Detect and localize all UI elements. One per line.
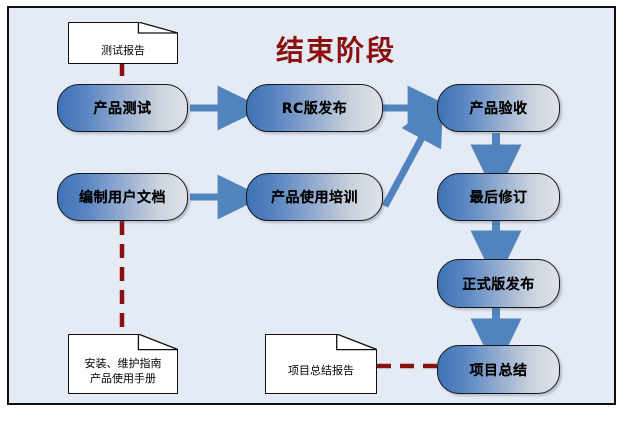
document-test-report: 测试报告 <box>68 22 178 64</box>
process-official-release[interactable]: 正式版发布 <box>437 259 560 308</box>
document-label-line1: 安装、维护指南 <box>84 357 162 370</box>
process-label: 产品测试 <box>93 101 152 117</box>
process-product-acceptance[interactable]: 产品验收 <box>437 84 560 132</box>
document-install-manual: 安装、维护指南 产品使用手册 <box>68 334 178 394</box>
process-project-summary[interactable]: 项目总结 <box>437 345 560 394</box>
process-final-revision[interactable]: 最后修订 <box>437 173 560 221</box>
document-label-line2: 产品使用手册 <box>90 372 156 385</box>
process-usage-training[interactable]: 产品使用培训 <box>246 173 383 221</box>
document-body <box>68 334 178 394</box>
process-rc-release[interactable]: RC版发布 <box>246 84 383 132</box>
document-summary-report: 项目总结报告 <box>265 334 377 394</box>
process-product-test[interactable]: 产品测试 <box>57 84 188 132</box>
document-label: 测试报告 <box>101 44 145 57</box>
process-label: 产品验收 <box>469 101 528 117</box>
process-label: 产品使用培训 <box>271 190 358 206</box>
process-user-doc[interactable]: 编制用户文档 <box>57 173 188 221</box>
process-label: RC版发布 <box>281 101 348 117</box>
document-label: 项目总结报告 <box>288 364 354 377</box>
process-label: 最后修订 <box>469 190 528 206</box>
process-label: 项目总结 <box>469 362 528 379</box>
process-label: 编制用户文档 <box>79 190 166 206</box>
page-title: 结束阶段 <box>276 34 397 67</box>
process-label: 正式版发布 <box>462 276 535 293</box>
